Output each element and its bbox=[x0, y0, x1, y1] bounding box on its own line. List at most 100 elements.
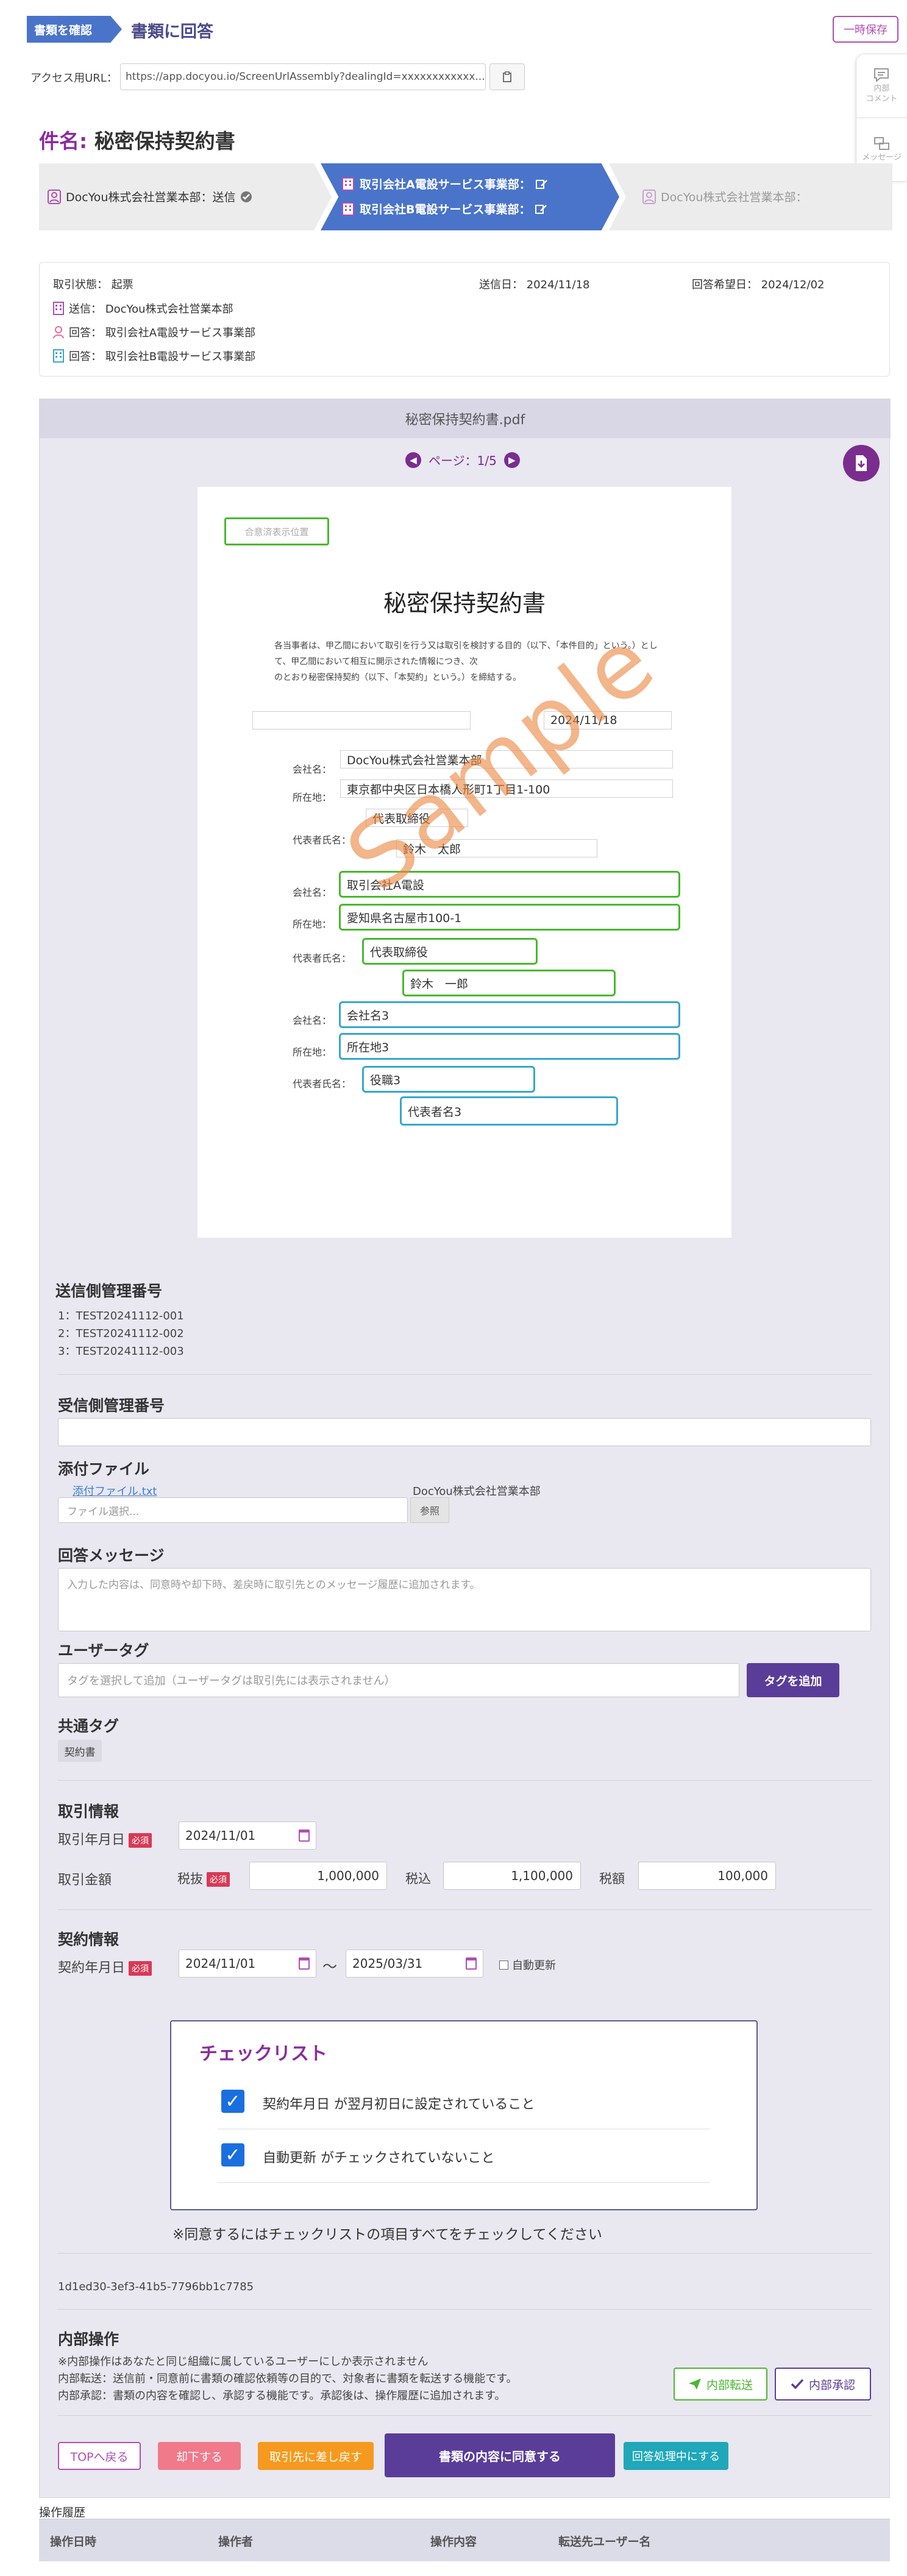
send-date: 送信日： 2024/11/18 bbox=[479, 279, 590, 291]
info-send-label: 送信： DocYou株式会社営業本部 bbox=[69, 303, 233, 316]
back-to-top-button[interactable]: TOPへ戻る bbox=[58, 2442, 141, 2470]
deal-date-label: 取引年月日必須 bbox=[58, 1829, 152, 1848]
return-to-partner-button[interactable]: 取引先に差し戻す bbox=[258, 2442, 374, 2470]
access-url-input[interactable]: https://app.docyou.io/ScreenUrlAssembly?… bbox=[120, 63, 486, 90]
internal-comment-tool[interactable]: 内部 コメント bbox=[856, 54, 907, 118]
agree-button[interactable]: 書類の内容に同意する bbox=[385, 2433, 615, 2477]
checklist-title: チェックリスト bbox=[199, 2043, 327, 2065]
history-col-content: 操作内容 bbox=[430, 2535, 477, 2549]
check-circle-icon bbox=[241, 191, 252, 202]
internal-ops-title: 内部操作 bbox=[58, 2330, 119, 2348]
tax-excl-label: 税抜必須 bbox=[177, 1869, 230, 1887]
temp-save-button[interactable]: 一時保存 bbox=[833, 16, 898, 43]
divider bbox=[58, 2253, 872, 2254]
divider bbox=[58, 2309, 872, 2310]
doc-blank-field[interactable] bbox=[252, 711, 471, 729]
next-page-button[interactable]: ▶ bbox=[503, 452, 520, 468]
agreed-placeholder-field[interactable]: 合意済表示位置 bbox=[224, 517, 329, 545]
flow-sender: DocYou株式会社営業本部：送信 bbox=[48, 188, 252, 205]
info-reply-a: 回答： 取引会社A電設サービス事業部 bbox=[53, 324, 255, 340]
checklist-checkbox-2[interactable]: ✓ bbox=[221, 2143, 244, 2166]
divider bbox=[58, 1780, 872, 1781]
pdf-page[interactable]: 合意済表示位置 秘密保持契約書 各当事者は、甲乙間において取引を行う又は取引を検… bbox=[197, 487, 731, 1238]
contract-end-value: 2025/03/31 bbox=[352, 1956, 423, 1971]
doc-title: 秘密保持契約書 bbox=[383, 590, 546, 617]
internal-forward-label: 内部転送 bbox=[706, 2378, 753, 2392]
copy-url-button[interactable] bbox=[489, 63, 525, 90]
side-tools: 内部 コメント メッセージ bbox=[856, 54, 907, 182]
step-reply: 書類に回答 bbox=[131, 23, 213, 41]
doc-date-field[interactable]: 2024/11/18 bbox=[544, 711, 672, 729]
p2-company-field[interactable]: 取引会社A電設 bbox=[339, 871, 680, 898]
p3-name-field[interactable]: 代表者名3 bbox=[400, 1096, 618, 1126]
deal-date-input[interactable]: 2024/11/01 bbox=[179, 1822, 316, 1850]
contract-end-input[interactable]: 2025/03/31 bbox=[346, 1950, 483, 1978]
p2-title-field[interactable]: 代表取締役 bbox=[362, 938, 538, 965]
user-tag-input[interactable]: タグを選択して追加（ユーザータグは取引先には表示されません） bbox=[58, 1663, 739, 1697]
sender-ref-item: 3：TEST20241112-003 bbox=[58, 1345, 184, 1358]
p2-address-field[interactable]: 愛知県名古屋市100-1 bbox=[339, 904, 680, 931]
checklist-item-1: 契約年月日 が翌月初日に設定されていること bbox=[263, 2097, 535, 2112]
receiver-ref-title: 受信側管理番号 bbox=[58, 1397, 165, 1414]
info-reply-b-label: 回答： 取引会社B電設サービス事業部 bbox=[69, 350, 256, 363]
message-tool[interactable]: メッセージ bbox=[856, 118, 907, 181]
checklist-checkbox-1[interactable]: ✓ bbox=[221, 2090, 244, 2113]
checklist-note: ※同意するにはチェックリストの項目すべてをチェックしてください bbox=[173, 2227, 602, 2243]
auto-renew-option[interactable]: 自動更新 bbox=[499, 1957, 556, 1973]
common-tag-chip: 契約書 bbox=[58, 1740, 102, 1762]
sender-ref-title: 送信側管理番号 bbox=[55, 1282, 163, 1300]
prev-page-button[interactable]: ◀ bbox=[405, 452, 421, 468]
file-select-input[interactable]: ファイル選択... bbox=[58, 1497, 408, 1523]
sender-ref-item: 2：TEST20241112-002 bbox=[58, 1327, 184, 1340]
tax-input[interactable]: 100,000 bbox=[638, 1862, 776, 1890]
attachment-link[interactable]: 添付ファイル.txt bbox=[73, 1485, 157, 1498]
mark-pending-button[interactable]: 回答処理中にする bbox=[624, 2442, 728, 2470]
p3-title-field[interactable]: 役職3 bbox=[362, 1066, 535, 1093]
flow-next: DocYou株式会社営業本部： bbox=[642, 188, 807, 205]
info-reply-b: 回答： 取引会社B電設サービス事業部 bbox=[53, 348, 255, 364]
deal-date-value: 2024/11/01 bbox=[185, 1828, 256, 1843]
tax-excl-text: 税抜 bbox=[177, 1872, 203, 1886]
flow-replier-a-label: 取引会社A電設サービス事業部： bbox=[360, 178, 531, 191]
receiver-ref-input[interactable] bbox=[58, 1418, 871, 1446]
p2-name-field[interactable]: 鈴木 一郎 bbox=[402, 970, 616, 996]
p1-title-field[interactable]: 代表取締役 bbox=[366, 809, 468, 827]
doc-body-1: 各当事者は、甲乙間において取引を行う又は取引を検討する目的（以下、「本件目的」と… bbox=[274, 641, 658, 651]
send-icon bbox=[688, 2379, 701, 2390]
checklist-divider bbox=[218, 2182, 710, 2183]
info-send: 送信： DocYou株式会社営業本部 bbox=[53, 300, 233, 316]
calendar-icon[interactable] bbox=[466, 1957, 477, 1970]
p3-address-field[interactable]: 所在地3 bbox=[339, 1033, 680, 1060]
internal-approve-button[interactable]: 内部承認 bbox=[775, 2368, 871, 2400]
auto-renew-checkbox[interactable] bbox=[499, 1960, 508, 1970]
tax-excl-input[interactable]: 1,000,000 bbox=[249, 1862, 387, 1890]
user-icon bbox=[642, 189, 656, 204]
flow-next-label: DocYou株式会社営業本部： bbox=[661, 191, 808, 204]
calendar-icon[interactable] bbox=[299, 1957, 310, 1970]
flow-step-replier bbox=[321, 163, 619, 230]
p1-name-field[interactable]: 鈴木 太郎 bbox=[396, 839, 597, 857]
p3-company-field[interactable]: 会社名3 bbox=[339, 1001, 680, 1028]
internal-forward-button[interactable]: 内部転送 bbox=[674, 2368, 767, 2400]
reply-message-title: 回答メッセージ bbox=[58, 1547, 165, 1564]
step-confirm[interactable]: 書類を確認 bbox=[27, 16, 122, 43]
contract-start-input[interactable]: 2024/11/01 bbox=[179, 1950, 316, 1978]
common-tag-title: 共通タグ bbox=[58, 1717, 119, 1735]
download-button[interactable] bbox=[843, 445, 880, 481]
reply-due-date: 回答希望日： 2024/12/02 bbox=[692, 279, 825, 291]
flow-step-next bbox=[609, 163, 892, 230]
user-tag-title: ユーザータグ bbox=[58, 1642, 149, 1659]
tax-incl-input[interactable]: 1,100,000 bbox=[443, 1862, 581, 1890]
flow-replier-b: 取引会社B電設サービス事業部： bbox=[341, 200, 547, 217]
browse-button[interactable]: 参照 bbox=[410, 1497, 449, 1523]
p3-rep-label: 代表者氏名： bbox=[293, 1078, 352, 1090]
calendar-icon[interactable] bbox=[299, 1829, 310, 1842]
reply-message-textarea[interactable]: 入力した内容は、同意時や却下時、差戻時に取引先とのメッセージ履歴に追加されます。 bbox=[58, 1568, 871, 1631]
reject-button[interactable]: 却下する bbox=[158, 2442, 241, 2470]
p1-address-field[interactable]: 東京都中央区日本橋人形町1丁目1-100 bbox=[340, 779, 673, 798]
internal-ops-line: 内部承認：書類の内容を確認し、承認する機能です。承認後は、操作履歴に追加されます… bbox=[58, 2390, 506, 2402]
tax-incl-label: 税込 bbox=[405, 1872, 431, 1886]
doc-body-2: て、甲乙間において相互に開示された情報につき、次 bbox=[274, 657, 478, 667]
p1-company-field[interactable]: DocYou株式会社営業本部 bbox=[340, 750, 673, 768]
add-tag-button[interactable]: タグを追加 bbox=[747, 1663, 839, 1697]
